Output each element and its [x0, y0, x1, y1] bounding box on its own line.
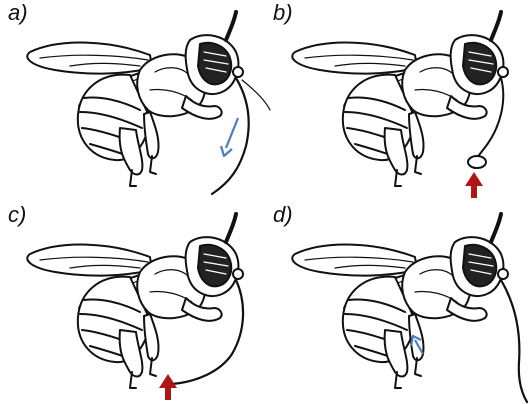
panel-label: c) — [8, 204, 26, 226]
panel-b: b) — [265, 0, 530, 202]
bee-illustration — [0, 202, 265, 404]
bee-illustration — [265, 0, 530, 202]
panel-a: a) — [0, 0, 265, 202]
panel-label: d) — [273, 204, 293, 226]
panel-c: c) — [0, 202, 265, 404]
droplet — [468, 156, 486, 168]
red-arrow — [159, 374, 177, 400]
bee-illustration — [0, 0, 265, 202]
blue-arrow — [221, 118, 238, 156]
red-arrow — [465, 172, 483, 198]
panel-d: d) — [265, 202, 530, 404]
bee-illustration — [265, 202, 530, 404]
panel-label: b) — [273, 2, 293, 24]
panel-label: a) — [8, 2, 28, 24]
